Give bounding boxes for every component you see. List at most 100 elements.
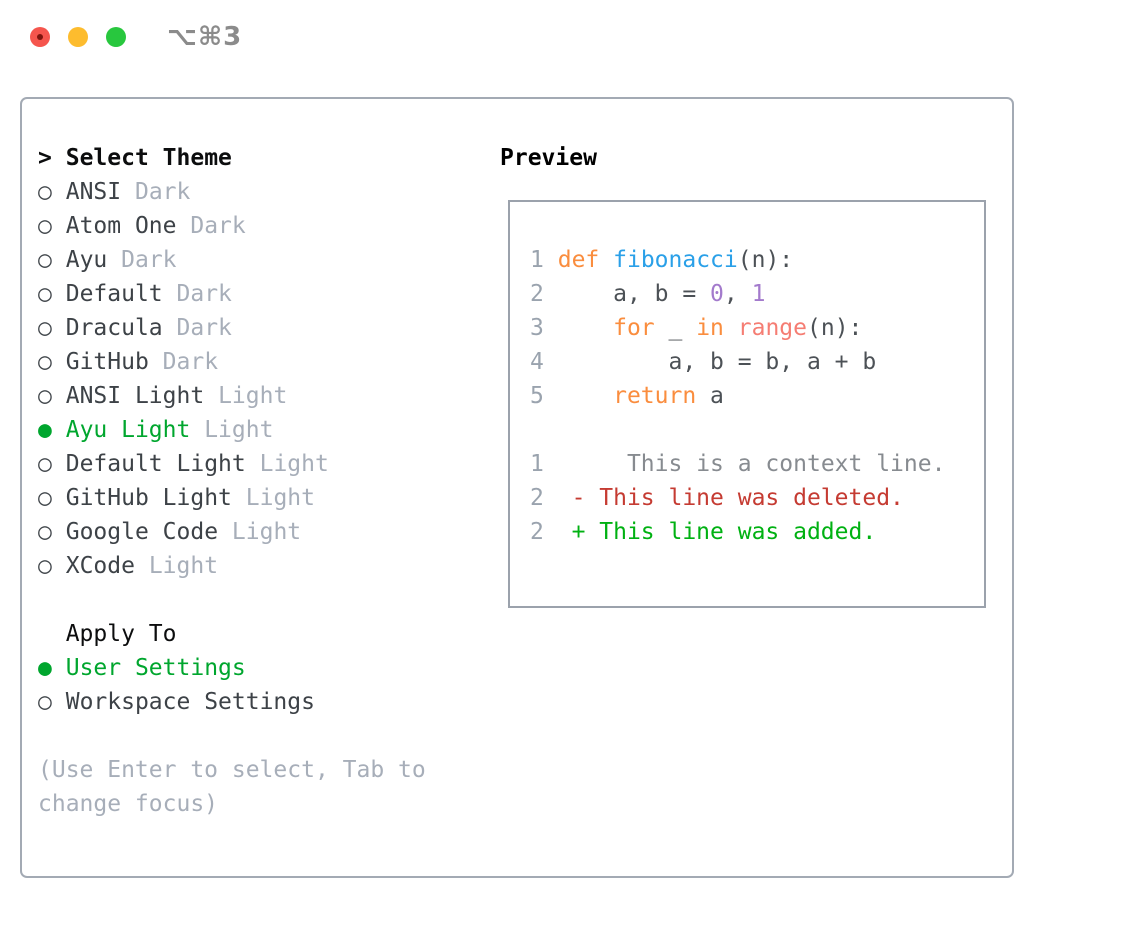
theme-name: Dracula — [65, 315, 163, 341]
line-number: 4 — [530, 349, 544, 375]
line-number: 1 — [530, 247, 544, 273]
radio-unselected-icon: ○ — [38, 213, 52, 239]
diff-deleted-text: - This line was deleted. — [571, 485, 904, 511]
code-token-builtin: range — [737, 315, 808, 341]
apply-option-label: User Settings — [65, 655, 246, 681]
spacer — [121, 179, 135, 205]
theme-name: Google Code — [65, 519, 219, 545]
theme-name: Default Light — [65, 451, 246, 477]
code-token-fg — [544, 451, 627, 477]
theme-option-atom-one-dark[interactable]: ○ Atom One Dark — [38, 209, 329, 243]
line-number: 2 — [530, 519, 544, 545]
code-token-fg — [544, 383, 613, 409]
theme-name: Ayu Light — [65, 417, 191, 443]
code-token-fg: a, b = — [543, 281, 711, 307]
theme-name: Default — [65, 281, 163, 307]
spacer — [52, 349, 66, 375]
help-text: (Use Enter to select, Tab to change focus… — [38, 753, 426, 821]
line-number: 2 — [530, 281, 544, 307]
help-line: (Use Enter to select, Tab to — [38, 753, 426, 787]
code-token-kw: return — [613, 383, 697, 409]
code-token-fg: (n): — [737, 247, 794, 273]
code-token-fg — [544, 485, 572, 511]
theme-list: > Select Theme○ ANSI Dark○ Atom One Dark… — [38, 141, 329, 583]
titlebar: ⌥⌘3 — [0, 0, 1140, 70]
code-line: 2 - This line was deleted. — [530, 481, 945, 515]
theme-option-github-light-light[interactable]: ○ GitHub Light Light — [38, 481, 329, 515]
theme-option-ansi-light-light[interactable]: ○ ANSI Light Light — [38, 379, 329, 413]
theme-name: Atom One — [65, 213, 177, 239]
radio-unselected-icon: ○ — [38, 553, 52, 579]
spacer — [52, 417, 66, 443]
radio-selected-icon: ● — [38, 417, 52, 443]
code-line: 2 + This line was added. — [530, 515, 945, 549]
code-token-lit: 1 — [751, 281, 766, 307]
spacer — [52, 553, 66, 579]
code-token-fg: (n): — [807, 315, 863, 341]
theme-option-ayu-dark[interactable]: ○ Ayu Dark — [38, 243, 329, 277]
code-token-kw: def — [557, 247, 600, 273]
radio-unselected-icon: ○ — [38, 315, 52, 341]
radio-unselected-icon: ○ — [38, 383, 52, 409]
apply-to-section: Apply To● User Settings○ Workspace Setti… — [38, 617, 315, 719]
code-line: 1 def fibonacci(n): — [530, 243, 945, 277]
line-number: 3 — [530, 315, 544, 341]
spacer — [232, 485, 246, 511]
apply-to-label: Apply To — [65, 621, 177, 647]
theme-option-ansi-dark[interactable]: ○ ANSI Dark — [38, 175, 329, 209]
radio-unselected-icon: ○ — [38, 451, 52, 477]
code-token-kw: for — [613, 315, 655, 341]
prompt-icon: > — [38, 145, 52, 171]
help-line-text: change focus) — [38, 791, 219, 817]
theme-variant: Dark — [134, 179, 191, 205]
spacer — [204, 383, 218, 409]
select-theme-label: Select Theme — [65, 145, 232, 171]
spacer — [52, 145, 66, 171]
spacer — [52, 485, 66, 511]
theme-option-github-dark[interactable]: ○ GitHub Dark — [38, 345, 329, 379]
theme-option-default-light-light[interactable]: ○ Default Light Light — [38, 447, 329, 481]
spacer — [52, 519, 66, 545]
line-number: 1 — [530, 451, 544, 477]
preview-title: Preview — [500, 145, 597, 171]
spacer — [135, 553, 149, 579]
theme-option-default-dark[interactable]: ○ Default Dark — [38, 277, 329, 311]
code-token-fg: a — [696, 383, 724, 409]
radio-unselected-icon: ○ — [38, 179, 52, 205]
code-token-fg — [724, 315, 738, 341]
minimize-button[interactable] — [68, 27, 88, 47]
apply-option-user-settings[interactable]: ● User Settings — [38, 651, 315, 685]
code-line — [530, 413, 945, 447]
spacer — [163, 281, 177, 307]
theme-option-ayu-light-light[interactable]: ● Ayu Light Light — [38, 413, 329, 447]
theme-option-xcode-light[interactable]: ○ XCode Light — [38, 549, 329, 583]
spacer — [52, 247, 66, 273]
radio-unselected-icon: ○ — [38, 281, 52, 307]
spacer — [246, 451, 260, 477]
theme-variant: Dark — [190, 213, 246, 239]
spacer — [52, 213, 66, 239]
theme-option-dracula-dark[interactable]: ○ Dracula Dark — [38, 311, 329, 345]
radio-unselected-icon: ○ — [38, 349, 52, 375]
spacer — [163, 315, 177, 341]
spacer — [52, 655, 66, 681]
theme-name: ANSI Light — [65, 383, 205, 409]
maximize-button[interactable] — [106, 27, 126, 47]
code-token-lit: 0 — [710, 281, 724, 307]
radio-unselected-icon: ○ — [38, 247, 52, 273]
line-number: 5 — [530, 383, 544, 409]
code-line: 1 This is a context line. — [530, 447, 945, 481]
code-line: 2 a, b = 0, 1 — [530, 277, 945, 311]
apply-option-workspace-settings[interactable]: ○ Workspace Settings — [38, 685, 315, 719]
window-title: ⌥⌘3 — [167, 22, 243, 52]
help-line: change focus) — [38, 787, 426, 821]
close-button[interactable] — [30, 27, 50, 47]
code-token-fg: , — [723, 281, 752, 307]
apply-option-label: Workspace Settings — [65, 689, 315, 715]
radio-selected-icon: ● — [38, 655, 52, 681]
radio-unselected-icon: ○ — [38, 689, 52, 715]
theme-variant: Light — [218, 383, 288, 409]
theme-option-google-code-light[interactable]: ○ Google Code Light — [38, 515, 329, 549]
